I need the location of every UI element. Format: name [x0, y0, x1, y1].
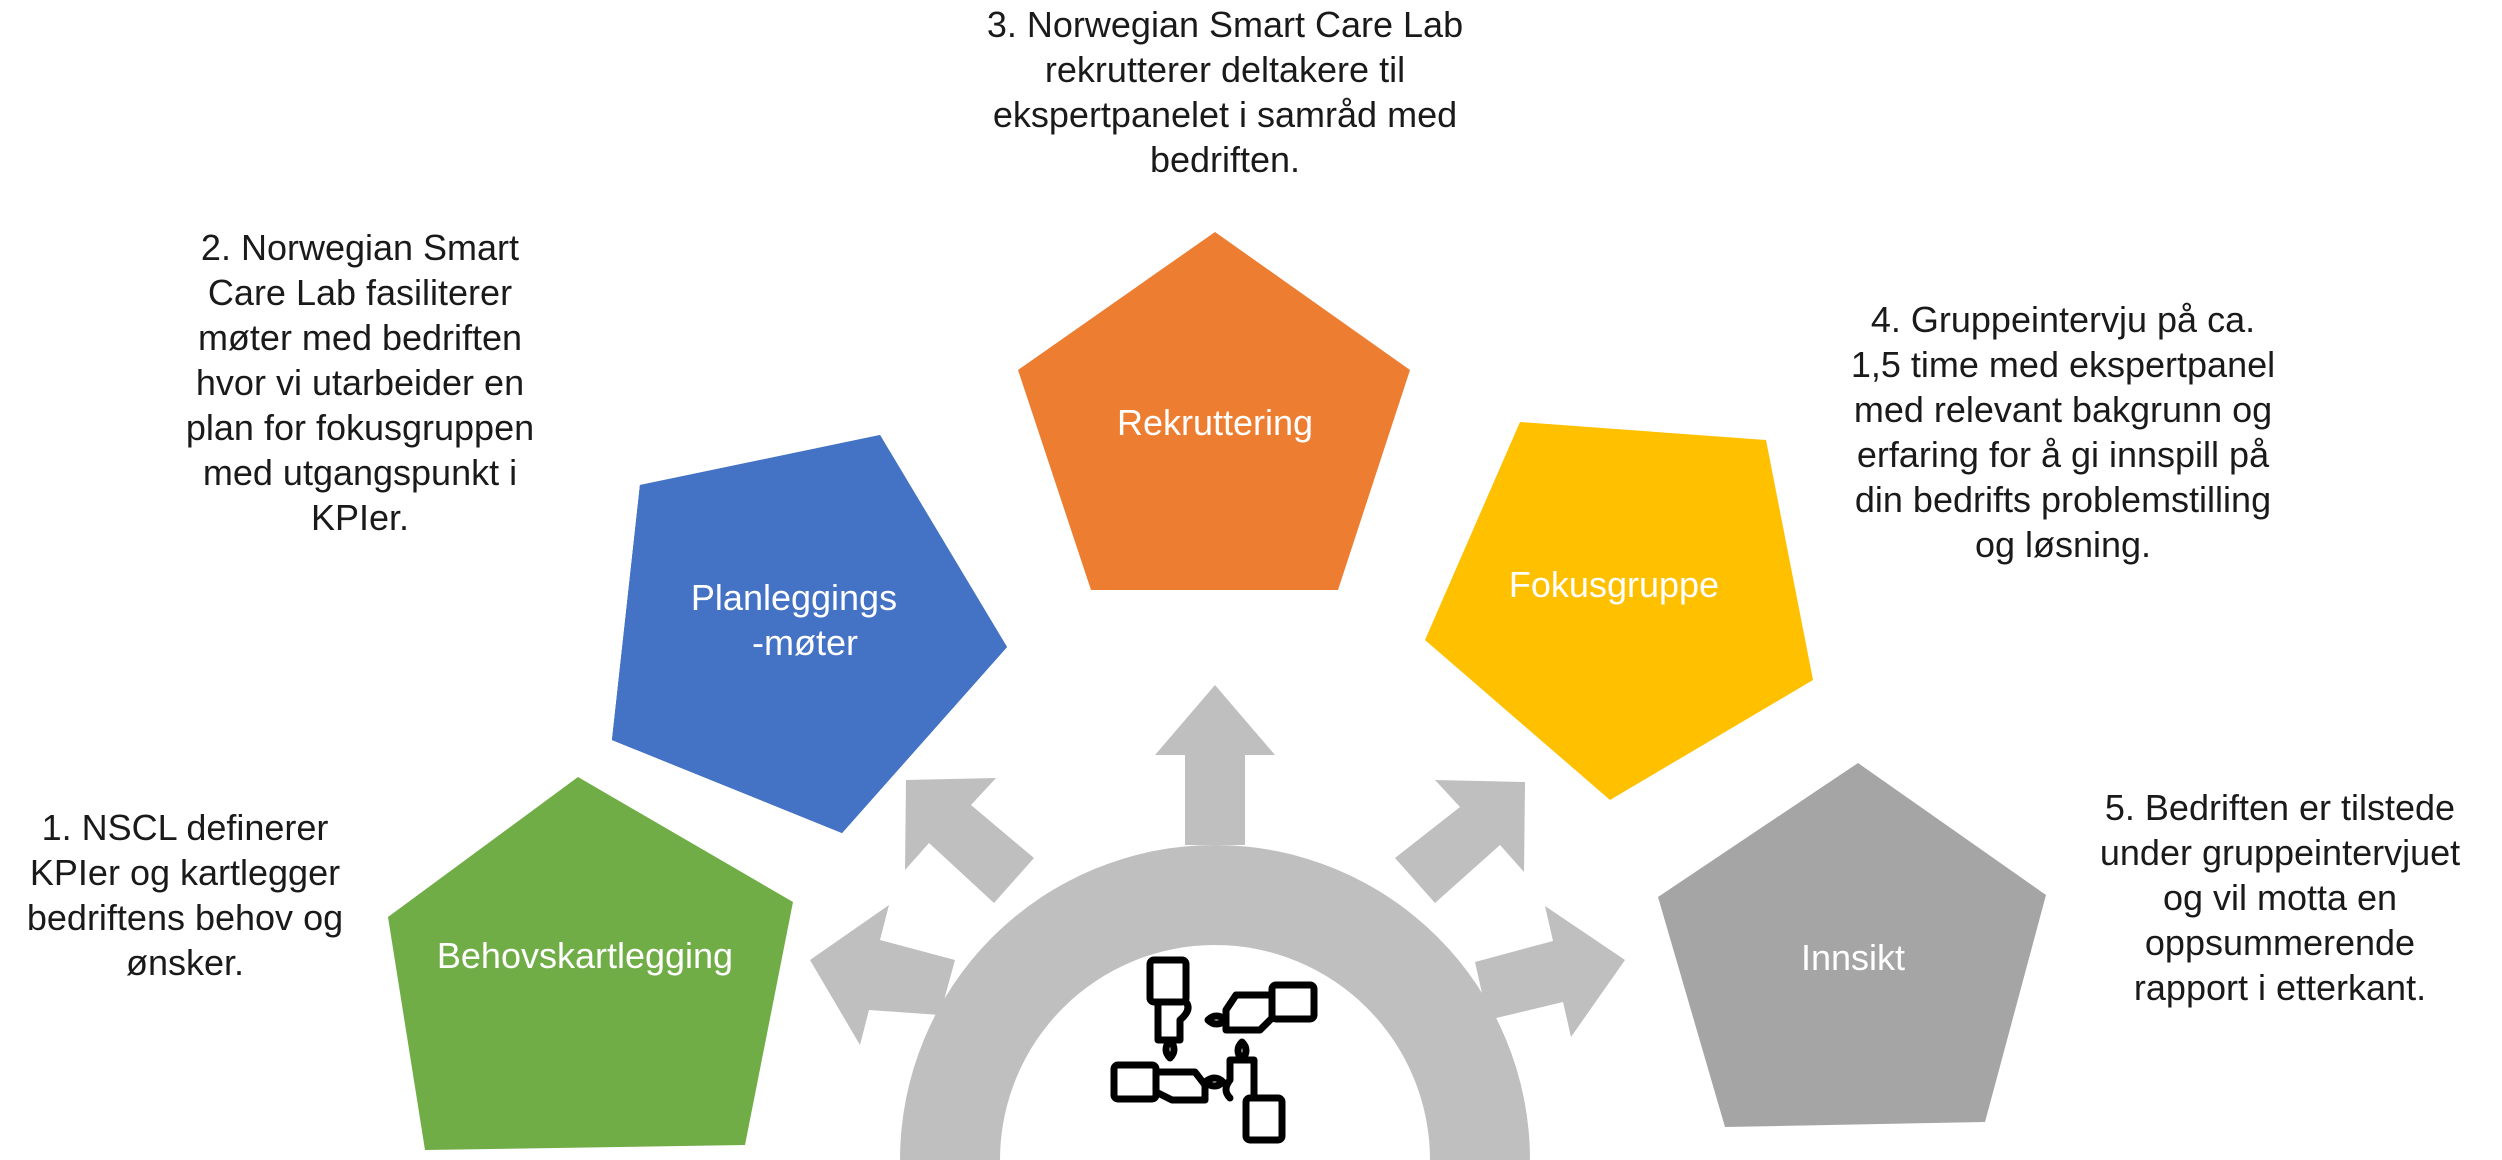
step-2-label-line1: Planleggings	[691, 577, 897, 618]
step-4-description: 4. Gruppeintervju på ca. 1,5 time med ek…	[1850, 299, 2276, 565]
step-2-label-line2: -møter	[752, 622, 858, 663]
hub-arrow-up	[1155, 685, 1275, 845]
hub-arrow-left	[810, 905, 955, 1045]
hub-arrow-upper-left	[905, 778, 1034, 903]
pentagon-rekruttering	[1018, 232, 1410, 590]
step-3-label: Rekruttering	[1117, 402, 1313, 443]
step-1-description: 1. NSCL definerer KPIer og kartlegger be…	[26, 807, 344, 983]
step-2-description: 2. Norwegian Smart Care Lab fasiliterer …	[185, 227, 535, 538]
hub-arc	[900, 845, 1530, 1160]
pentagon-innsikt	[1658, 763, 2046, 1127]
step-5-description: 5. Bedriften er tilstede under gruppeint…	[2099, 787, 2461, 1008]
step-2-shape: Planleggings -møter	[612, 435, 1007, 833]
step-5-shape: Innsikt	[1658, 763, 2046, 1127]
hub-arrow-right	[1475, 906, 1625, 1037]
step-1-label: Behovskartlegging	[437, 935, 733, 976]
pentagon-behovskartlegging	[388, 777, 793, 1150]
pentagon-fokusgruppe	[1425, 422, 1813, 800]
step-4-label: Fokusgruppe	[1509, 564, 1719, 605]
puzzle-hands-icon	[1110, 956, 1318, 1144]
step-3-description: 3. Norwegian Smart Care Lab rekrutterer …	[986, 4, 1464, 180]
step-5-label: Innsikt	[1801, 937, 1905, 978]
pentagon-planleggingsmoter-base	[612, 435, 1007, 833]
step-3-shape: Rekruttering	[1018, 232, 1410, 590]
hub-gear	[810, 685, 1625, 1160]
step-4-shape: Fokusgruppe	[1425, 422, 1813, 800]
step-1-shape: Behovskartlegging	[388, 777, 793, 1150]
hub-arrow-upper-right	[1395, 780, 1525, 903]
